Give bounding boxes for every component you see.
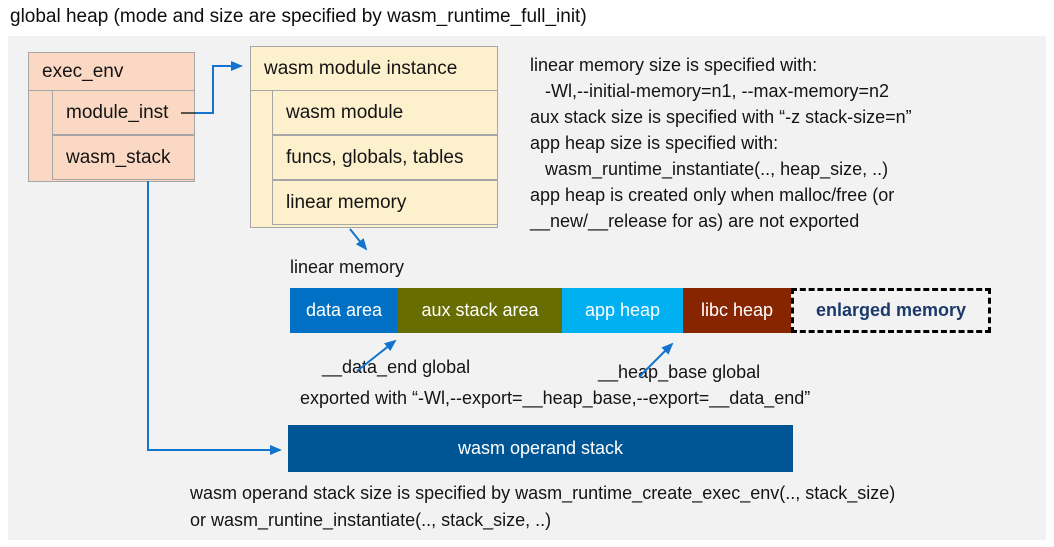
note-line: wasm_runtime_instantiate(.., heap_size, … (530, 159, 889, 179)
wasm-stack-box: wasm_stack (52, 135, 195, 180)
size-notes: linear memory size is specified with: -W… (530, 52, 912, 234)
note-line: __new/__release for as) are not exported (530, 211, 860, 231)
note-line: aux stack size is specified with “-z sta… (530, 107, 912, 127)
wasm-module-box: wasm module (272, 90, 498, 135)
segment-data-area: data area (290, 288, 398, 333)
heap-base-global-label: __heap_base global (598, 362, 761, 382)
note-line: app heap is created only when malloc/fre… (530, 185, 895, 205)
note-line: or wasm_runtine_instantiate(.., stack_si… (190, 510, 552, 530)
note-line: app heap size is specified with: (530, 133, 779, 153)
linear-memory-label: linear memory (290, 257, 405, 277)
note-line: wasm operand stack size is specified by … (190, 483, 896, 503)
note-line: linear memory size is specified with: (530, 55, 818, 75)
wasm-module-instance-label: wasm module instance (251, 47, 497, 91)
funcs-globals-tables-box: funcs, globals, tables (272, 135, 498, 180)
page-title: global heap (mode and size are specified… (10, 6, 587, 27)
linear-memory-row-box: linear memory (272, 180, 498, 225)
segment-libc-heap: libc heap (683, 288, 791, 333)
segment-app-heap: app heap (562, 288, 683, 333)
exec-env-label: exec_env (29, 53, 194, 91)
operand-stack-notes: wasm operand stack size is specified by … (190, 480, 895, 534)
data-end-global-label: __data_end global (322, 357, 471, 377)
module-inst-box: module_inst (52, 90, 195, 135)
segment-enlarged-memory: enlarged memory (791, 288, 991, 333)
wasm-operand-stack-bar: wasm operand stack (288, 425, 793, 472)
note-line: -Wl,--initial-memory=n1, --max-memory=n2 (530, 81, 890, 101)
segment-aux-stack-area: aux stack area (398, 288, 562, 333)
exported-with-label: exported with “-Wl,--export=__heap_base,… (300, 388, 811, 408)
